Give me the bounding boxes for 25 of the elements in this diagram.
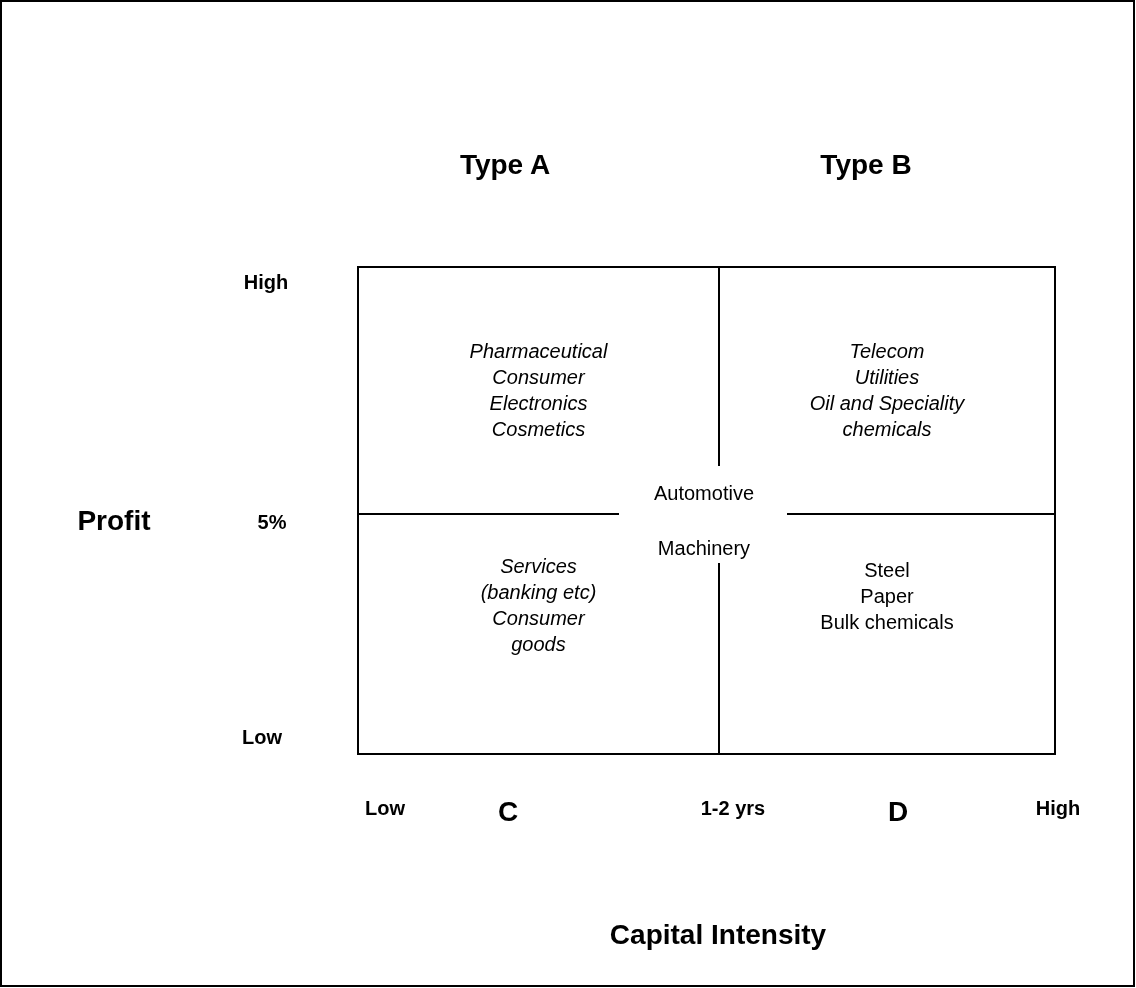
industry-label: Consumer goods [491, 606, 587, 657]
industry-label: Oil and Speciality chemicals [808, 391, 966, 442]
axis-title: Capital Intensity [609, 919, 827, 951]
column-heading: C [497, 796, 519, 828]
industry-label: Machinery [657, 536, 751, 560]
industry-label: Cosmetics [490, 417, 587, 442]
industry-label: Consumer Electronics [488, 365, 589, 416]
axis-tick-label: Low [242, 725, 282, 749]
industry-label: Automotive [653, 481, 755, 505]
axis-tick-label: 5% [257, 510, 287, 534]
axis-tick-label: High [1035, 796, 1081, 820]
axis-title: Profit [77, 505, 151, 537]
industry-label: Pharmaceutical [468, 339, 609, 364]
axis-tick-label: High [243, 270, 289, 294]
axis-tick-label: Low [365, 796, 405, 820]
industry-label: Paper [859, 584, 915, 609]
column-heading: D [887, 796, 909, 828]
column-heading: Type B [820, 149, 912, 181]
industry-label: Utilities [853, 365, 921, 390]
axis-tick-label: 1-2 yrs [700, 796, 766, 820]
industry-label: Steel [863, 558, 911, 583]
column-heading: Type A [459, 149, 551, 181]
industry-label: Bulk chemicals [819, 610, 955, 635]
industry-label: Telecom [848, 339, 926, 364]
industry-label: Services (banking etc) [479, 554, 598, 605]
